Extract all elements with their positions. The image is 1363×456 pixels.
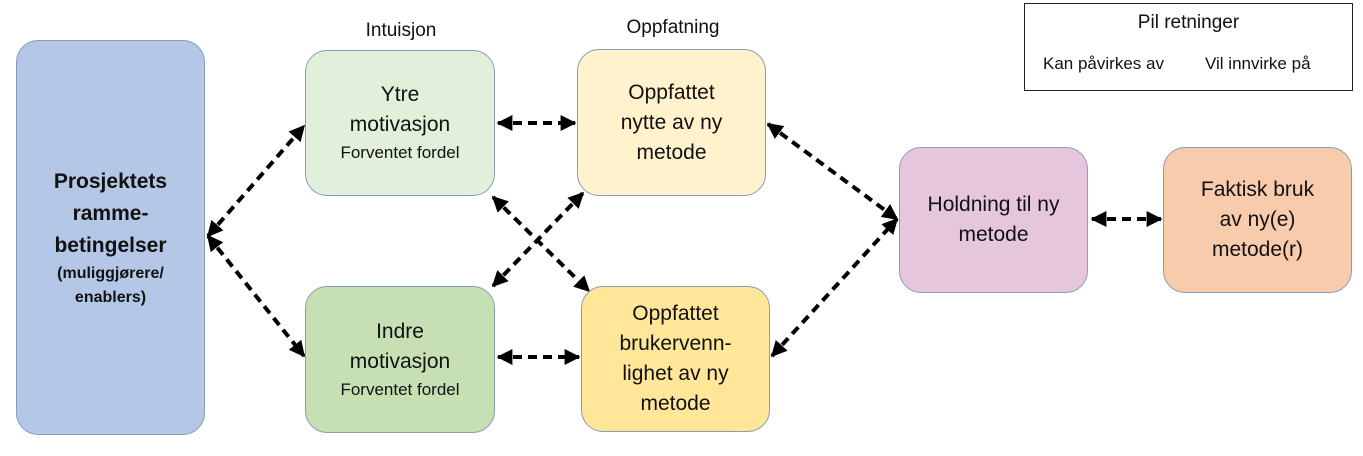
- node-usage-line3: metode(r): [1211, 238, 1304, 261]
- legend-right-label: Vil innvirke på: [1205, 54, 1311, 73]
- node-ease-line2: brukervenn-: [619, 332, 732, 355]
- arrow-framework-external: [206, 124, 306, 238]
- node-external-line1: Ytre: [380, 83, 420, 106]
- arrow-legend: Pil retninger Kan påvirkes av Vil innvir…: [1024, 3, 1353, 91]
- node-internal-motivation: Indre motivasjon Forventet fordel: [305, 286, 495, 433]
- node-attitude-line2: metode: [958, 223, 1029, 246]
- node-attitude-line1: Holdning til ny: [927, 193, 1060, 216]
- arrow-external-ease: [491, 195, 591, 293]
- node-perceived-usefulness: Oppfattet nytte av ny metode: [577, 49, 766, 196]
- node-attitude: Holdning til ny metode: [899, 147, 1088, 293]
- arrow-internal-usefulness: [491, 191, 585, 288]
- node-framework-sub2: enablers): [74, 288, 147, 306]
- node-internal-sub: Forventet fordel: [340, 379, 460, 399]
- node-external-line2: motivasjon: [349, 113, 451, 136]
- node-ease-line1: Oppfattet: [632, 302, 719, 325]
- node-usefulness-line3: metode: [636, 140, 707, 164]
- arrow-usefulness-attitude: [766, 122, 899, 221]
- node-external-sub: Forventet fordel: [340, 143, 460, 162]
- node-ease-line4: metode: [640, 392, 711, 415]
- arrow-ease-attitude: [770, 217, 899, 358]
- node-usage-line1: Faktisk bruk: [1200, 178, 1315, 201]
- node-framework-line2: ramme-: [72, 201, 149, 225]
- node-actual-usage: Faktisk bruk av ny(e) metode(r): [1163, 147, 1352, 293]
- node-internal-line2: motivasjon: [349, 349, 451, 373]
- node-external-motivation: Ytre motivasjon Forventet fordel: [305, 50, 495, 196]
- node-project-framework: Prosjektets ramme- betingelser (muliggjø…: [16, 40, 205, 435]
- legend-title: Pil retninger: [1137, 12, 1240, 33]
- node-perceived-ease-of-use: Oppfattet brukervenn- lighet av ny metod…: [581, 286, 770, 432]
- node-usefulness-line1: Oppfattet: [628, 80, 715, 104]
- column-header-intuition: Intuisjon: [365, 20, 437, 41]
- node-usefulness-line2: nytte av ny: [620, 110, 723, 134]
- legend-left-label: Kan påvirkes av: [1043, 54, 1164, 73]
- node-internal-line1: Indre: [376, 319, 424, 343]
- column-header-perception: Oppfatning: [626, 17, 720, 38]
- node-framework-sub1: (muliggjørere/: [57, 264, 164, 282]
- node-framework-line3: betingelser: [54, 233, 167, 257]
- node-ease-line3: lighet av ny: [622, 362, 729, 385]
- node-usage-line2: av ny(e): [1219, 208, 1296, 231]
- arrow-framework-internal: [206, 234, 306, 358]
- node-framework-line1: Prosjektets: [53, 169, 168, 193]
